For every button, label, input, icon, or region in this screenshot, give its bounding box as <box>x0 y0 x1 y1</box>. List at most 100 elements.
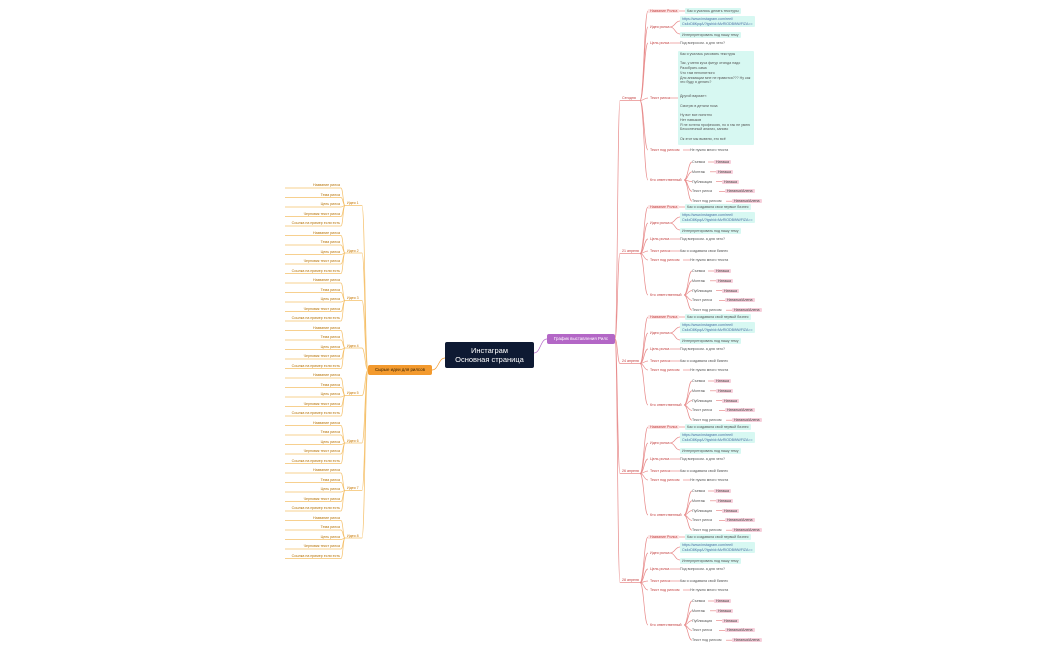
date-node[interactable]: 21 апреля <box>622 249 639 253</box>
responsible-person[interactable]: Наталья/Алена <box>732 199 762 204</box>
idea-leaf[interactable]: Тема рилса <box>320 287 340 292</box>
responsible-task[interactable]: Текст под рилсом <box>692 528 722 533</box>
idea-leaf[interactable]: Цель рилса <box>320 249 340 254</box>
idea-leaf[interactable]: Тема рилса <box>320 477 340 482</box>
idea-node[interactable]: Идея 7 <box>347 486 359 490</box>
reel-under-value[interactable]: Не нужно много текста <box>690 368 729 372</box>
responsible-person[interactable]: Наталья/Алена <box>725 628 755 633</box>
responsible-task[interactable]: Публикация <box>692 288 713 293</box>
idea-leaf[interactable]: Ссылка на пример если есть <box>291 458 340 463</box>
reel-goal-label[interactable]: Цель рилса <box>650 567 670 571</box>
reel-goal-value[interactable]: Под вопросом. а для чего? <box>680 457 725 461</box>
reel-goal-value[interactable]: Под вопросом. а для чего? <box>680 567 725 571</box>
responsible-person[interactable]: Наташа <box>716 608 734 613</box>
responsible-task[interactable]: Монтаж <box>692 169 706 174</box>
reel-text-label[interactable]: Текст рилса <box>650 249 670 253</box>
responsible-person[interactable]: Наташа <box>714 269 732 273</box>
reel-text-value[interactable]: Как я создавала свой бизнес <box>680 359 729 363</box>
idea-leaf[interactable]: Тема рилса <box>320 382 340 387</box>
reel-goal-label[interactable]: Цель рилса <box>650 237 670 241</box>
idea-leaf[interactable]: Ссылка на пример если есть <box>291 553 340 558</box>
responsible-task[interactable]: Съемка <box>692 599 705 603</box>
responsible-task[interactable]: Текст под рилсом <box>692 638 722 643</box>
idea-leaf[interactable]: Название рилса <box>313 420 340 425</box>
idea-leaf[interactable]: Название рилса <box>313 515 340 520</box>
idea-leaf[interactable]: Черновик текст рилса <box>303 211 340 216</box>
reel-goal-value[interactable]: Под вопросом. а для чего? <box>680 41 725 45</box>
responsible-label[interactable]: Кто ответственный <box>650 293 682 297</box>
reel-name-label[interactable]: Название Рилса <box>648 9 680 13</box>
responsible-person[interactable]: Наталья/Алена <box>725 189 755 194</box>
responsible-label[interactable]: Кто ответственный <box>650 513 682 517</box>
idea-leaf[interactable]: Название рилса <box>313 230 340 235</box>
reel-text-value[interactable]: Как я создавала свой бизнес <box>680 579 729 583</box>
reel-under-value[interactable]: Не нужно много текста <box>690 258 729 262</box>
idea-node[interactable]: Идея 5 <box>347 391 359 395</box>
reel-goal-label[interactable]: Цель рилса <box>650 457 670 461</box>
idea-node[interactable]: Идея 2 <box>347 248 359 253</box>
reel-idea-label[interactable]: Идея рилса <box>650 551 670 555</box>
responsible-person[interactable]: Наташа <box>722 618 740 623</box>
raw-ideas-topic[interactable]: Сырые идеи для рилсов <box>368 365 432 375</box>
idea-leaf[interactable]: Черновик текст рилса <box>303 259 340 263</box>
idea-node[interactable]: Идея 1 <box>347 201 359 205</box>
reel-under-label[interactable]: Текст под рилсом <box>650 148 680 152</box>
responsible-task[interactable]: Текст под рилсом <box>692 418 722 423</box>
idea-leaf[interactable]: Название рилса <box>313 325 340 330</box>
reel-idea-label[interactable]: Идея рилса <box>650 25 670 29</box>
reel-goal-value[interactable]: Под вопросом. а для чего? <box>680 347 725 351</box>
responsible-task[interactable]: Съемка <box>692 379 705 383</box>
reel-idea-note[interactable]: Интерпретировать под нашу тему <box>680 558 741 564</box>
responsible-person[interactable]: Наташа <box>716 388 734 393</box>
idea-leaf[interactable]: Ссылка на пример если есть <box>291 411 340 415</box>
idea-leaf[interactable]: Ссылка на пример если есть <box>291 506 340 510</box>
responsible-task[interactable]: Публикация <box>692 618 713 623</box>
responsible-task[interactable]: Текст под рилсом <box>692 199 722 204</box>
reel-text-label[interactable]: Текст рилса <box>650 579 670 583</box>
reel-text-label[interactable]: Текст рилса <box>650 96 670 100</box>
reel-name-value[interactable]: Как я создавала свои первые бизнес <box>685 204 751 210</box>
responsible-person[interactable]: Наташа <box>716 169 734 174</box>
responsible-task[interactable]: Текст рилса <box>692 298 712 303</box>
reel-idea-link[interactable]: https://www.instagram.com/reel/ Cs4xD8Kp… <box>680 432 755 444</box>
responsible-person[interactable]: Наташа <box>716 498 734 503</box>
responsible-task[interactable]: Текст под рилсом <box>692 308 722 313</box>
date-node[interactable]: 28 апреля <box>622 578 639 582</box>
idea-leaf[interactable]: Тема рилса <box>320 335 340 339</box>
reel-under-value[interactable]: Не нужно много текста <box>690 588 729 592</box>
idea-leaf[interactable]: Цель рилса <box>320 439 340 444</box>
idea-leaf[interactable]: Тема рилса <box>320 192 340 197</box>
reel-text-label[interactable]: Текст рилса <box>650 359 670 363</box>
responsible-task[interactable]: Съемка <box>692 489 705 493</box>
responsible-task[interactable]: Публикация <box>692 508 713 513</box>
responsible-person[interactable]: Наталья/Алена <box>725 408 755 413</box>
responsible-person[interactable]: Наташа <box>714 489 732 493</box>
responsible-task[interactable]: Съемка <box>692 269 705 273</box>
responsible-task[interactable]: Монтаж <box>692 498 706 503</box>
reel-idea-link[interactable]: https://www.instagram.com/reel/ Cs4xD8Kp… <box>680 212 755 224</box>
responsible-task[interactable]: Публикация <box>692 179 713 184</box>
responsible-task[interactable]: Монтаж <box>692 608 706 613</box>
reel-idea-note[interactable]: Интерпретировать под нашу тему <box>680 448 741 454</box>
reel-idea-link[interactable]: https://www.instagram.com/reel/ Cs4xD8Kp… <box>680 542 755 554</box>
responsible-label[interactable]: Кто ответственный <box>650 178 682 182</box>
idea-leaf[interactable]: Название рилса <box>313 468 340 472</box>
idea-node[interactable]: Идея 3 <box>347 296 359 300</box>
idea-leaf[interactable]: Ссылка на пример если есть <box>291 363 340 368</box>
idea-leaf[interactable]: Название рилса <box>313 278 340 282</box>
responsible-person[interactable]: Наталья/Алена <box>732 638 762 643</box>
reel-idea-link[interactable]: https://www.instagram.com/reel/ Cs4xD8Kp… <box>680 322 755 334</box>
idea-leaf[interactable]: Черновик текст рилса <box>303 306 340 311</box>
idea-leaf[interactable]: Цель рилса <box>320 534 340 539</box>
reels-schedule-topic[interactable]: График выставления Рилс <box>547 334 615 344</box>
reel-under-value[interactable]: Не нужно много текста <box>690 478 729 482</box>
idea-node[interactable]: Идея 8 <box>347 533 359 538</box>
reel-name-label[interactable]: Название Рилса <box>648 425 680 429</box>
responsible-person[interactable]: Наташа <box>722 508 740 513</box>
responsible-person[interactable]: Наташа <box>716 278 734 283</box>
reel-idea-note[interactable]: Интерпретировать под нашу тему <box>680 338 741 344</box>
idea-leaf[interactable]: Название рилса <box>313 183 340 187</box>
idea-leaf[interactable]: Черновик текст рилса <box>303 449 340 453</box>
reel-name-value[interactable]: Как я учились делать текстуры <box>685 8 741 14</box>
responsible-person[interactable]: Наташа <box>722 398 740 403</box>
